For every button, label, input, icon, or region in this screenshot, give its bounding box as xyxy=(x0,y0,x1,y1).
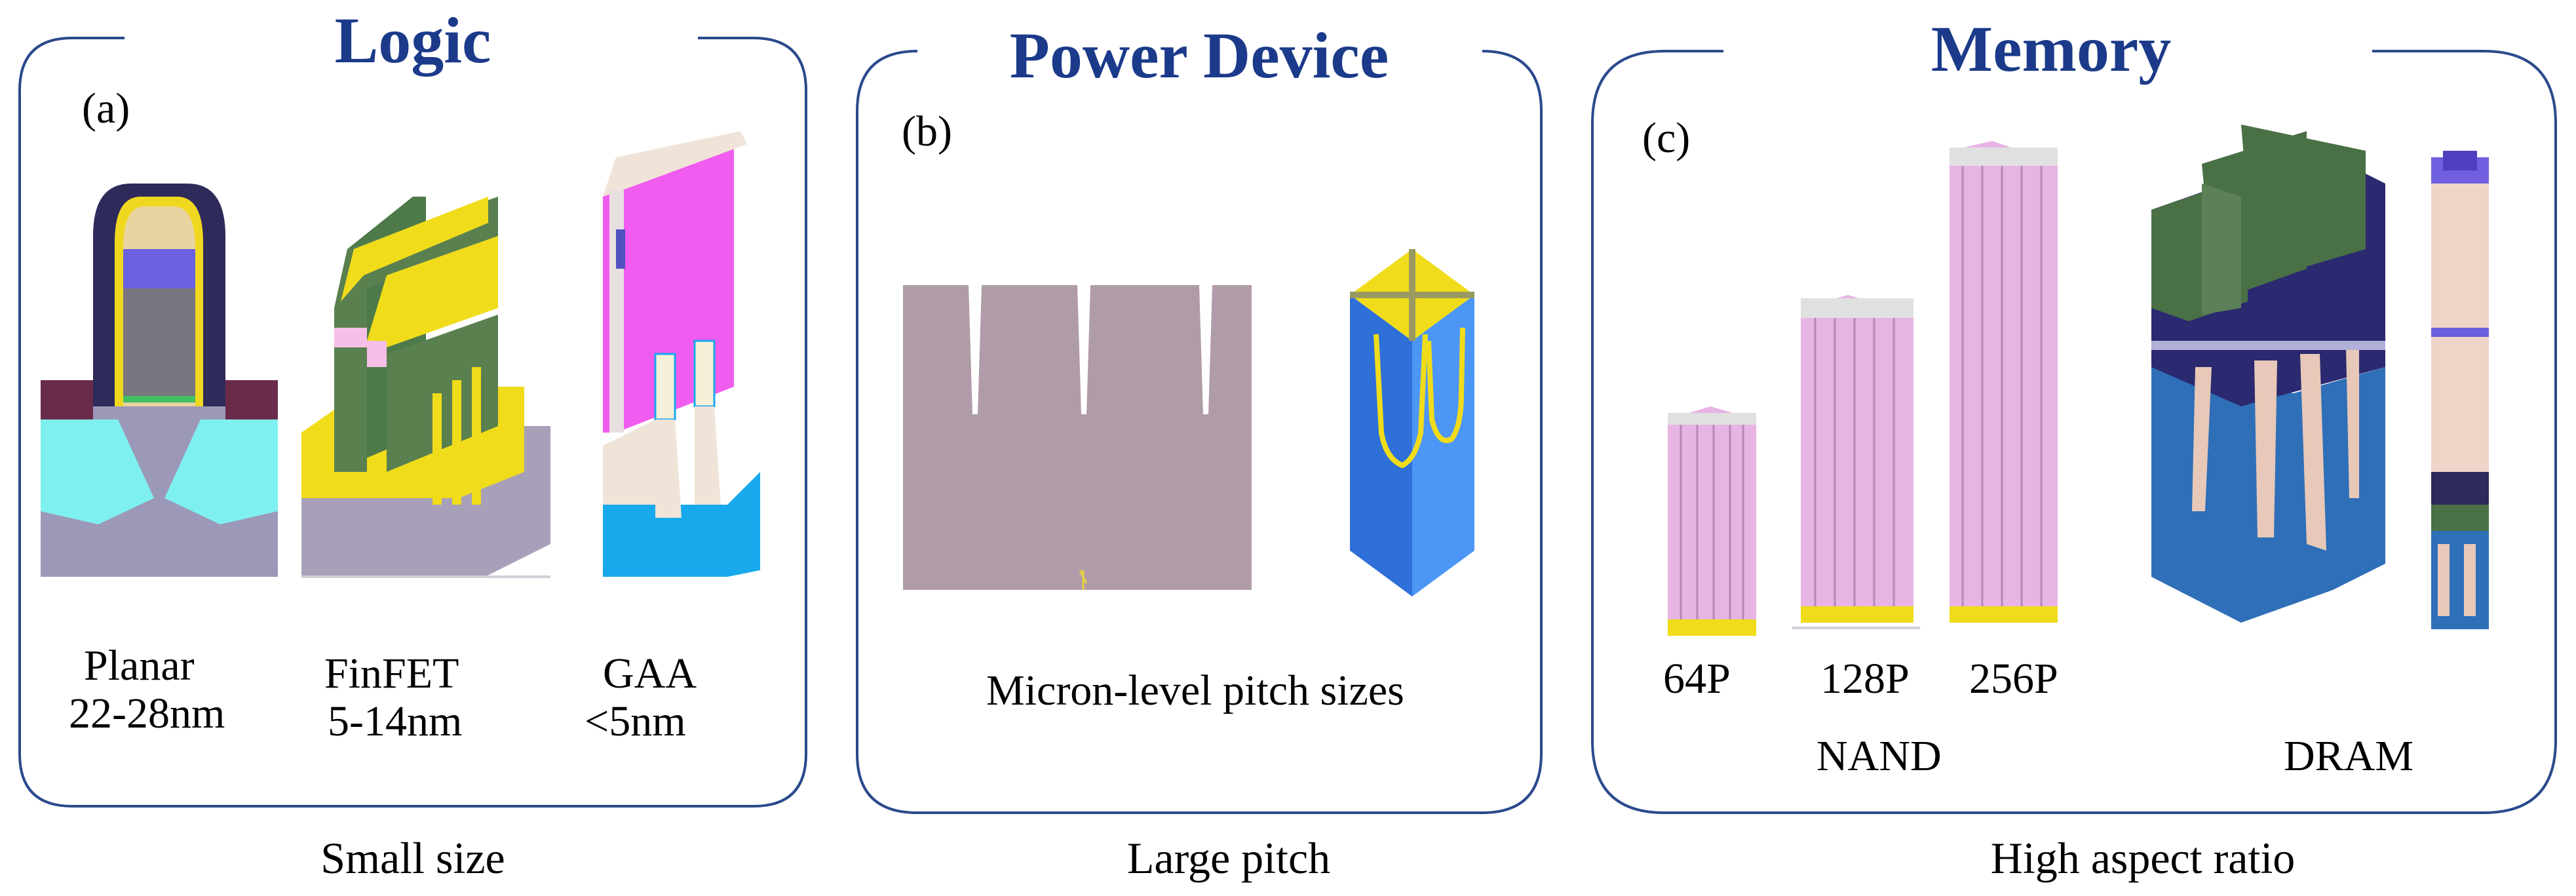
nand-256p-label: 256P xyxy=(1969,655,2058,703)
nand-128p-stack xyxy=(1792,295,1920,629)
planar-transistor-illustration xyxy=(41,184,278,577)
nand-128p-label: 128P xyxy=(1820,655,1910,703)
gaa-label: GAA <5nm xyxy=(585,650,697,745)
trench-cross-section xyxy=(903,285,1252,590)
panel-b-frame xyxy=(856,50,1543,814)
panel-b-caption: Large pitch xyxy=(1126,833,1331,883)
panel-b-tag: (b) xyxy=(902,107,952,155)
finfet-label: FinFET 5-14nm xyxy=(324,650,463,745)
power-cell-3d xyxy=(1350,249,1474,596)
panel-a-title: Logic xyxy=(334,4,491,77)
panel-b-title: Power Device xyxy=(1009,19,1389,92)
gaa-illustration xyxy=(603,131,760,577)
panel-a-tag: (a) xyxy=(82,85,130,132)
dram-group-label: DRAM xyxy=(2284,732,2414,780)
nand-64p-label: 64P xyxy=(1663,655,1731,703)
panel-a-frame xyxy=(18,37,807,808)
dram-capacitor-pillar xyxy=(2431,151,2489,629)
panel-c-title: Memory xyxy=(1931,12,2172,85)
panel-a-caption: Small size xyxy=(320,833,505,883)
panel-c-caption: High aspect ratio xyxy=(1990,833,2296,883)
panel-c-tag: (c) xyxy=(1642,114,1691,162)
panel-c-frame xyxy=(1591,50,2557,814)
nand-group-label: NAND xyxy=(1817,732,1942,780)
power-note: Micron-level pitch sizes xyxy=(986,667,1404,714)
planar-label: Planar 22-28nm xyxy=(69,642,225,737)
dram-array-3d xyxy=(2151,125,2385,623)
finfet-illustration xyxy=(301,197,550,578)
nand-256p-stack xyxy=(1950,141,2058,623)
nand-64p-stack xyxy=(1668,406,1756,636)
